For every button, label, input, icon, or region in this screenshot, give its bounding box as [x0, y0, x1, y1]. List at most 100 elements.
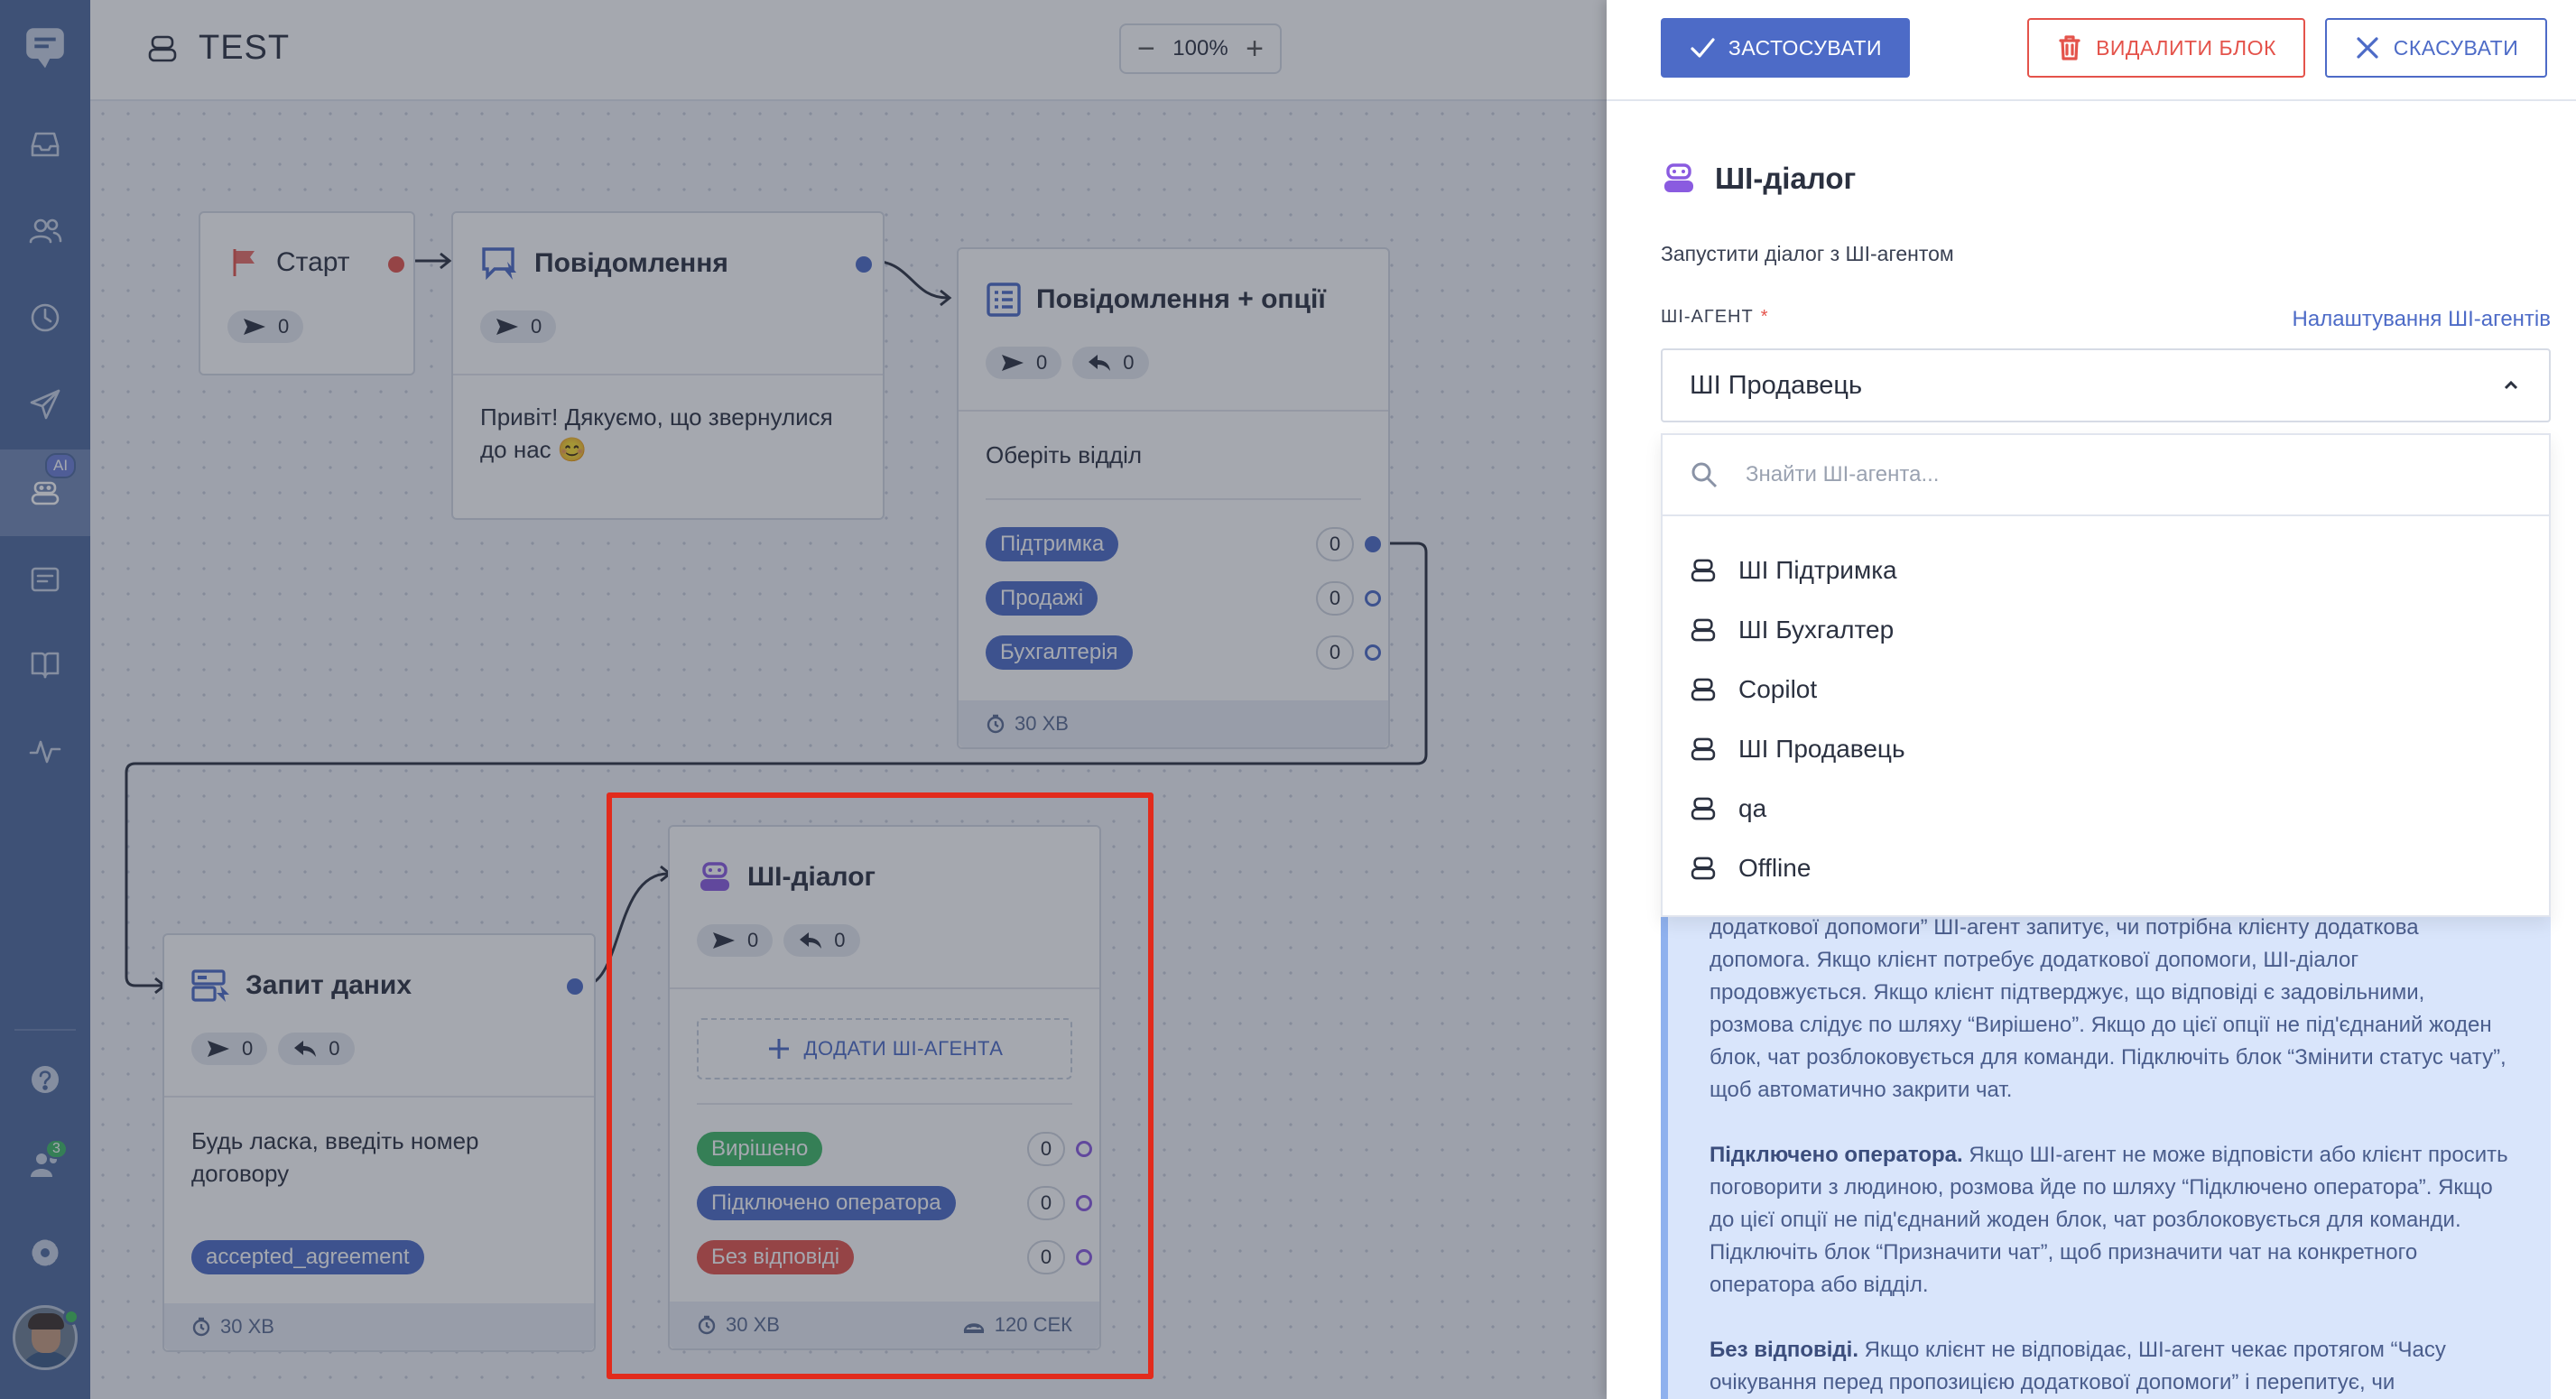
option-count: 0 — [1316, 527, 1354, 561]
option-port[interactable] — [1365, 644, 1381, 661]
agent-option[interactable]: ШІ Підтримка — [1688, 543, 1897, 598]
apply-button[interactable]: ЗАСТОСУВАТИ — [1661, 18, 1910, 78]
panel-title: ШІ-діалог — [1661, 161, 1856, 197]
add-ai-agent-button[interactable]: ДОДАТИ ШІ-АГЕНТА — [697, 1018, 1072, 1079]
sent-counter: 0 — [227, 310, 304, 343]
node-start[interactable]: Старт 0 — [199, 211, 415, 375]
send-icon — [208, 1041, 229, 1057]
analytics-icon[interactable] — [0, 715, 90, 787]
reply-counter: 0 — [1072, 347, 1149, 379]
channels-icon[interactable] — [0, 543, 90, 616]
node-message-text: Привіт! Дякуємо, що звернулися до нас 😊 — [480, 403, 833, 463]
send-icon — [713, 932, 735, 949]
node-message-header: Повідомлення — [480, 246, 728, 282]
node-footer: 30 ХВ — [959, 700, 1388, 747]
node-data-request-title: Запит даних — [246, 970, 412, 1000]
wait-icon — [963, 1323, 984, 1333]
send-icon — [244, 319, 265, 335]
option-port[interactable] — [1365, 590, 1381, 607]
node-data-request[interactable]: Запит даних 0 0 Будь ласка, введіть номе… — [162, 933, 596, 1352]
zoom-out-button[interactable]: − — [1137, 32, 1155, 66]
node-start-output-port[interactable] — [388, 256, 404, 273]
contacts-icon[interactable] — [0, 195, 90, 267]
node-message-options-header: Повідомлення + опції — [986, 282, 1326, 318]
search-icon — [1691, 462, 1718, 488]
node-start-header: Старт — [227, 246, 350, 280]
option-count: 0 — [1316, 581, 1354, 616]
node-data-request-text: Будь ласка, введіть номер договору — [191, 1127, 479, 1187]
agent-option[interactable]: qa — [1688, 782, 1766, 836]
outcome-port[interactable] — [1076, 1249, 1092, 1265]
zoom-level: 100% — [1172, 36, 1228, 60]
outcome-tag-resolved: Вирішено — [697, 1132, 823, 1166]
bot-icon — [1691, 618, 1716, 642]
option-tag: Бухгалтерія — [986, 635, 1133, 670]
agent-select[interactable]: ШІ Продавець — [1661, 348, 2551, 422]
info-text-no-answer: Без відповіді. Якщо клієнт не відповідає… — [1710, 1338, 2446, 1394]
agent-settings-link[interactable]: Налаштування ШІ-агентів — [2292, 307, 2551, 331]
plus-icon — [768, 1039, 789, 1059]
agent-option[interactable]: Copilot — [1688, 662, 1817, 717]
sent-counter: 0 — [697, 924, 774, 957]
agent-dropdown: ШІ Підтримка ШІ Бухгалтер Copilot ШІ Про… — [1661, 433, 2551, 917]
send-icon — [496, 319, 518, 335]
bot-icon — [1691, 678, 1716, 701]
ai-bot-icon — [1664, 163, 1693, 192]
team-icon[interactable] — [0, 1128, 90, 1200]
node-footer: 30 ХВ 120 СЕК — [670, 1302, 1099, 1348]
node-data-request-output-port[interactable] — [567, 978, 583, 995]
reply-icon — [294, 1041, 317, 1057]
agent-option[interactable]: ШІ Бухгалтер — [1688, 603, 1894, 657]
zoom-in-button[interactable]: + — [1246, 32, 1264, 66]
reply-counter: 0 — [783, 924, 860, 957]
send-icon[interactable] — [0, 368, 90, 440]
sent-counter: 0 — [480, 310, 557, 343]
option-port[interactable] — [1365, 536, 1381, 552]
variable-tag: accepted_agreement — [191, 1240, 424, 1274]
team-badge: 3 — [45, 1139, 68, 1159]
bot-icon — [1691, 737, 1716, 761]
node-message[interactable]: Повідомлення 0 Привіт! Дякуємо, що зверн… — [451, 211, 885, 520]
cancel-button[interactable]: СКАСУВАТИ — [2325, 18, 2547, 78]
outcome-port[interactable] — [1076, 1141, 1092, 1157]
outcome-port[interactable] — [1076, 1195, 1092, 1211]
reply-icon — [1089, 355, 1111, 371]
block-settings-panel: ЗАСТОСУВАТИ ВИДАЛИТИ БЛОК СКАСУВАТИ ШІ-д… — [1607, 0, 2576, 1399]
node-message-output-port[interactable] — [856, 256, 872, 273]
node-data-request-header: Запит даних — [191, 968, 412, 1004]
node-ai-dialog-header: ШІ-діалог — [697, 859, 876, 895]
knowledge-icon[interactable] — [0, 628, 90, 700]
chat-logo-icon[interactable] — [0, 11, 90, 83]
outcome-count: 0 — [1027, 1186, 1065, 1220]
node-message-options[interactable]: Повідомлення + опції 0 0 Оберіть відділ … — [957, 247, 1390, 749]
node-ai-dialog[interactable]: ШІ-діалог 0 0 ДОДАТИ ШІ-АГЕНТА Вирішено … — [668, 825, 1101, 1350]
reply-icon — [800, 932, 822, 949]
bot-icon — [1691, 559, 1716, 582]
node-ai-dialog-title: ШІ-діалог — [747, 862, 876, 892]
node-message-options-title: Повідомлення + опції — [1036, 284, 1326, 314]
history-icon[interactable] — [0, 282, 90, 354]
settings-icon[interactable] — [0, 1217, 90, 1289]
option-tag: Підтримка — [986, 527, 1119, 561]
outcome-count: 0 — [1027, 1240, 1065, 1274]
inbox-icon[interactable] — [0, 108, 90, 181]
sent-counter: 0 — [191, 1033, 268, 1065]
selected-block-highlight — [607, 792, 1154, 1379]
option-tag: Продажі — [986, 581, 1098, 616]
node-start-title: Старт — [276, 247, 350, 277]
bot-icon — [148, 35, 177, 62]
sidebar-divider — [14, 1029, 76, 1031]
modal-backdrop[interactable] — [0, 0, 1607, 1399]
outcome-count: 0 — [1027, 1132, 1065, 1166]
node-message-options-text: Оберіть відділ — [986, 441, 1143, 468]
timer-icon — [698, 1315, 716, 1335]
info-text-operator: Підключено оператора. Якщо ШІ-агент не м… — [1710, 1143, 2508, 1297]
delete-block-button[interactable]: ВИДАЛИТИ БЛОК — [2027, 18, 2305, 78]
help-icon[interactable] — [0, 1043, 90, 1116]
check-icon — [1691, 38, 1715, 58]
agent-option[interactable]: ШІ Продавець — [1688, 722, 1905, 776]
agent-search-input[interactable] — [1746, 462, 2468, 487]
sent-counter: 0 — [986, 347, 1062, 379]
agent-option[interactable]: Offline — [1688, 841, 1811, 895]
panel-toolbar: ЗАСТОСУВАТИ ВИДАЛИТИ БЛОК СКАСУВАТИ — [1607, 0, 2576, 101]
